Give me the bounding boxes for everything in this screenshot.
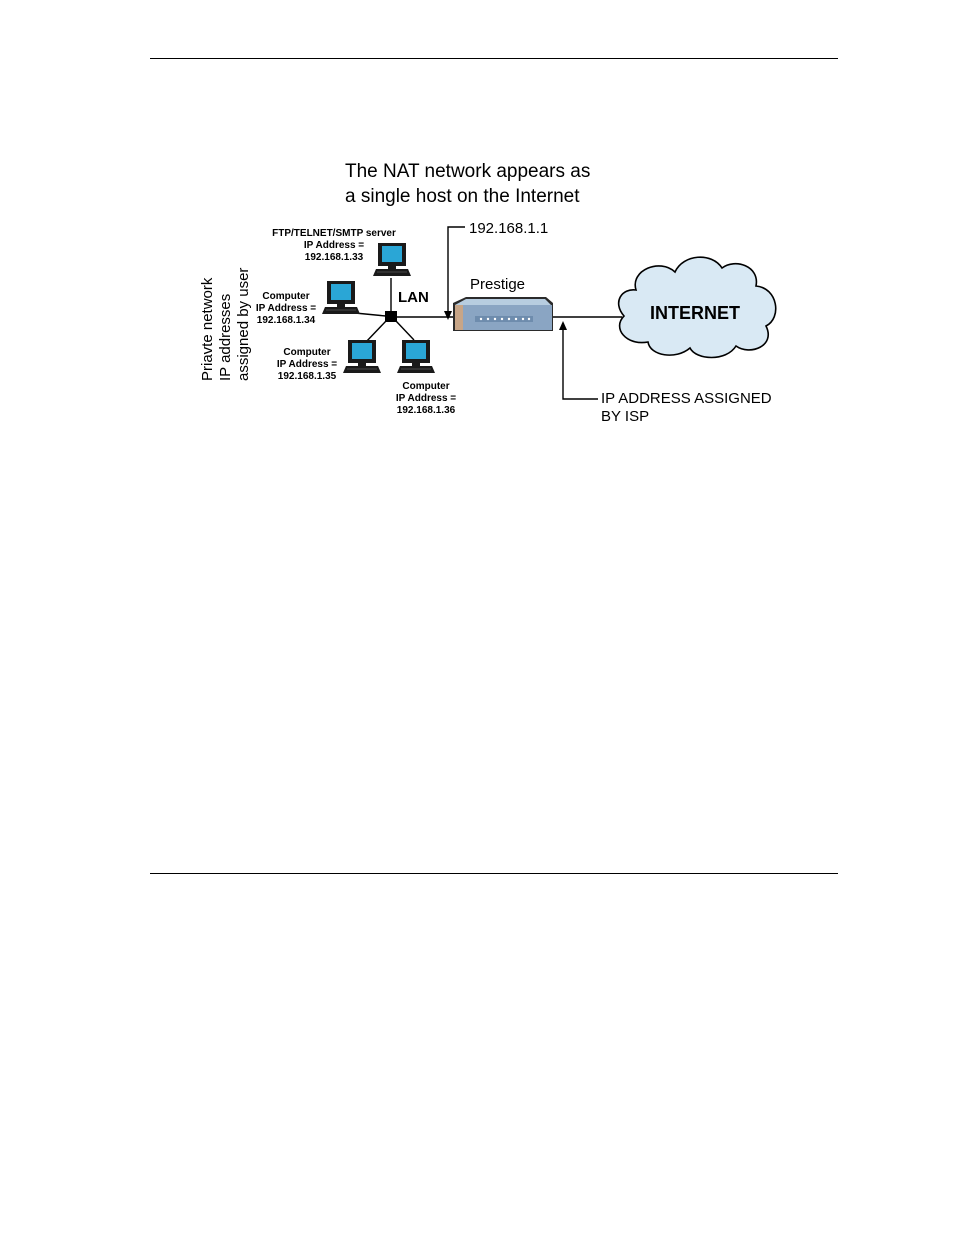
computer-35-label-line1: Computer	[283, 347, 330, 358]
computer-36-label-line1: Computer	[402, 381, 449, 392]
diagram-title-line1: The NAT network appears as	[345, 161, 590, 182]
computer-34-label-line3: 192.168.1.34	[257, 315, 316, 326]
router-label: Prestige	[470, 276, 525, 293]
diagram-title-line2: a single host on the Internet	[345, 186, 580, 207]
server-label-line2: IP Address =	[304, 240, 364, 251]
internet-cloud-icon	[618, 256, 777, 359]
link-computer-35	[364, 320, 387, 344]
link-computer-34	[354, 312, 387, 317]
computer-34-icon	[321, 280, 361, 315]
computer-35-label-line3: 192.168.1.35	[278, 371, 337, 382]
computer-34-label-line1: Computer	[262, 291, 309, 302]
server-computer-icon	[372, 242, 412, 277]
internet-label: INTERNET	[650, 303, 740, 323]
computer-34-label-line2: IP Address =	[256, 303, 316, 314]
isp-arrow-icon	[559, 321, 567, 330]
router-ip-arrow-icon	[444, 311, 452, 320]
computer-35-label-line2: IP Address =	[277, 359, 337, 370]
server-label-line3: 192.168.1.33	[305, 252, 364, 263]
router-icon	[453, 297, 553, 331]
computer-36-icon	[396, 339, 436, 374]
router-ip-callout-line	[447, 226, 465, 318]
router-ip-label: 192.168.1.1	[469, 220, 548, 237]
isp-callout-line	[562, 323, 598, 400]
side-label-line3: assigned by user	[235, 268, 252, 381]
computer-36-label-line3: 192.168.1.36	[397, 405, 456, 416]
computer-36-label-line2: IP Address =	[396, 393, 456, 404]
isp-label-line1: IP ADDRESS ASSIGNED	[601, 390, 772, 407]
isp-label-line2: BY ISP	[601, 408, 649, 425]
side-label: Priavte network IP addresses assigned by…	[199, 268, 252, 381]
lan-label: LAN	[398, 289, 429, 306]
lan-hub	[385, 311, 397, 322]
header-rule	[150, 58, 838, 59]
footer-rule	[150, 873, 838, 874]
side-label-line1: Priavte network	[199, 277, 216, 381]
side-label-line2: IP addresses	[217, 294, 234, 381]
server-label-line1: FTP/TELNET/SMTP server	[272, 228, 396, 239]
computer-35-icon	[342, 339, 382, 374]
link-computer-36	[395, 320, 415, 341]
